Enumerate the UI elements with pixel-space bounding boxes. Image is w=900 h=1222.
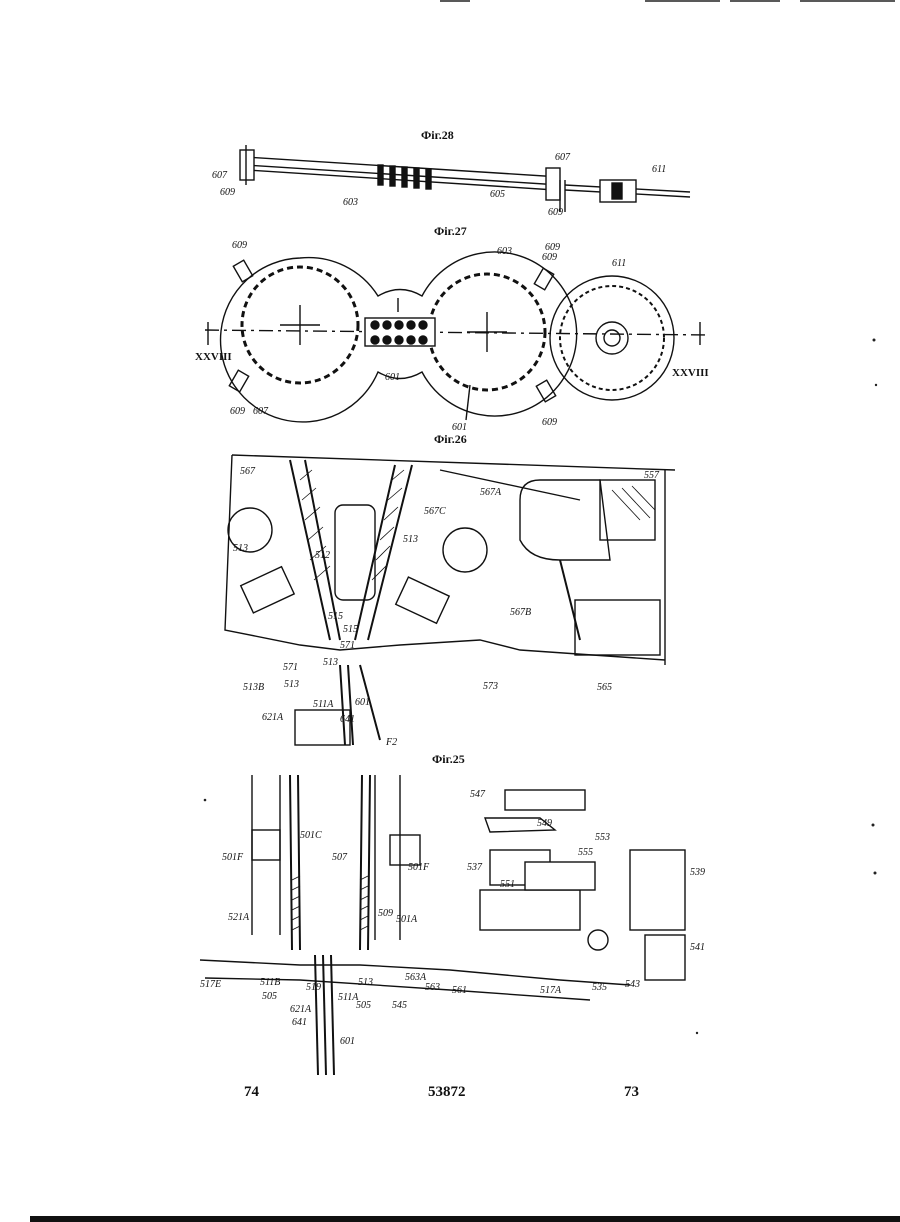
- ref-label: XXVIII: [195, 351, 232, 363]
- ref-label: 515: [343, 624, 358, 635]
- ref-label: 547: [470, 789, 486, 800]
- ref-label: 513B: [243, 682, 264, 693]
- ref-label: 605: [490, 189, 505, 200]
- ref-label: 511A: [313, 699, 334, 710]
- fig27-label: Фіг.27: [434, 224, 467, 239]
- fig28-shaft-assembly: [240, 145, 690, 212]
- ref-label: 511A: [338, 992, 359, 1003]
- ref-label: 621A: [262, 712, 284, 723]
- bottom-border: [30, 1216, 900, 1222]
- ref-label: 609: [230, 406, 245, 417]
- ref-label: 513: [233, 543, 248, 554]
- ref-label: 611: [652, 164, 666, 175]
- ref-label: 601: [355, 697, 370, 708]
- ref-label: 641: [340, 714, 355, 725]
- ref-label: 513: [284, 679, 299, 690]
- ref-label: XXVIII: [672, 367, 709, 379]
- ref-label: 553: [595, 832, 610, 843]
- ref-label: F2: [385, 737, 397, 748]
- ref-label: 565: [597, 682, 612, 693]
- ref-label: 521A: [228, 912, 250, 923]
- fig28-label: Фіг.28: [421, 128, 454, 143]
- ref-label: 563A: [405, 972, 427, 983]
- ref-label: 539: [690, 867, 705, 878]
- ref-label: 609: [545, 242, 560, 253]
- ref-label: 519: [306, 982, 321, 993]
- ref-label: 609: [232, 240, 247, 251]
- ref-label: 501F: [408, 862, 430, 873]
- ref-label: 603: [343, 197, 358, 208]
- ref-label: 567: [240, 466, 256, 477]
- ref-label: 501A: [396, 914, 418, 925]
- ref-label: 571: [340, 640, 355, 651]
- ref-label: 551: [500, 879, 515, 890]
- ref-label: 609: [548, 207, 563, 218]
- ref-label: 517E: [200, 979, 221, 990]
- ref-label: 567B: [510, 607, 531, 618]
- ref-label: 543: [625, 979, 640, 990]
- ref-label: 607: [212, 170, 228, 181]
- ref-label: 641: [292, 1017, 307, 1028]
- ref-label: 601: [385, 372, 400, 383]
- ref-label: 563: [425, 982, 440, 993]
- ref-label: 601: [340, 1036, 355, 1047]
- ref-label: 537: [467, 862, 483, 873]
- ref-label: 567C: [424, 506, 446, 517]
- ref-label: 567A: [480, 487, 502, 498]
- fig28-ref-labels: 607 609 603 605 607 609 611: [212, 152, 666, 218]
- ref-label: 557: [644, 470, 660, 481]
- ref-label: 545: [392, 1000, 407, 1011]
- ref-label: 513: [323, 657, 338, 668]
- ref-label: 511B: [260, 977, 280, 988]
- document-number: 53872: [428, 1084, 466, 1101]
- ref-label: 609: [542, 417, 557, 428]
- page-number-left: 74: [244, 1084, 259, 1101]
- ref-label: 561: [452, 985, 467, 996]
- ref-label: 535: [592, 982, 607, 993]
- fig26-hatching: [300, 470, 655, 580]
- fig25-ref-labels: 547 549 553 555 551 537 539 541 543 535 …: [200, 789, 705, 1047]
- ref-label: 607: [555, 152, 571, 163]
- fig25-thread-marks: [292, 876, 368, 930]
- ref-label: 571: [283, 662, 298, 673]
- ref-label: 513: [358, 977, 373, 988]
- ref-label: 621A: [290, 1004, 312, 1015]
- ref-label: 515: [328, 611, 343, 622]
- ref-label: 501C: [300, 830, 322, 841]
- fig26-label: Фіг.26: [434, 432, 467, 447]
- ref-label: 609: [220, 187, 235, 198]
- ref-label: 573: [483, 681, 498, 692]
- ref-label: 512: [315, 550, 330, 561]
- ref-label: 555: [578, 847, 593, 858]
- fig27-wheel-assembly: [205, 252, 710, 422]
- ref-label: 541: [690, 942, 705, 953]
- fig26-section: [225, 455, 675, 745]
- ref-label: 513: [403, 534, 418, 545]
- ref-label: 505: [262, 991, 277, 1002]
- fig26-ref-labels: 567 557 567A 567C 513 513 512 567B 515 5…: [233, 466, 660, 748]
- page-number-right: 73: [624, 1084, 639, 1101]
- fig25-label: Фіг.25: [432, 752, 465, 767]
- ref-label: 549: [537, 818, 552, 829]
- ref-label: 611: [612, 258, 626, 269]
- ref-label: 501F: [222, 852, 244, 863]
- ref-label: 507: [332, 852, 348, 863]
- ref-label: 603: [497, 246, 512, 257]
- ref-label: 609: [542, 252, 557, 263]
- fig25-drive-assembly: [200, 775, 685, 1075]
- ref-label: 517A: [540, 985, 562, 996]
- ref-label: 509: [378, 908, 393, 919]
- ref-label: 607: [253, 406, 269, 417]
